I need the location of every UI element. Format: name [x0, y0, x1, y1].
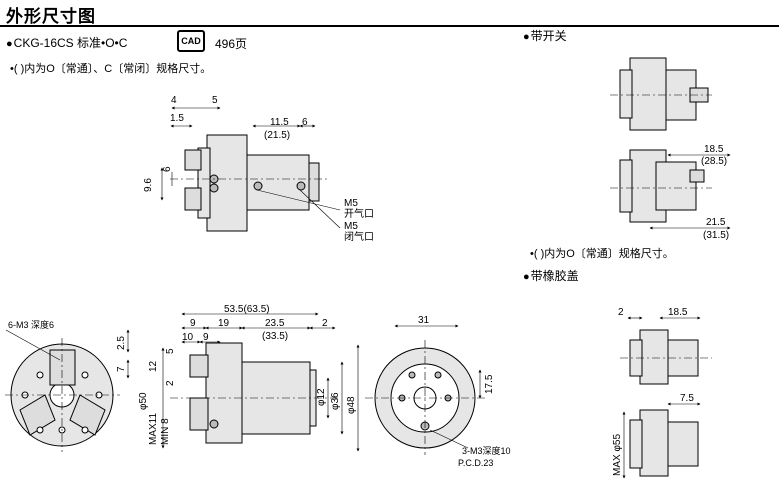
switch-heading: 带开关	[523, 27, 567, 44]
rubber-dim-7-5: 7.5	[680, 393, 694, 404]
side-dim-phi48: φ48	[346, 396, 357, 414]
cad-icon[interactable]: CAD	[177, 30, 205, 52]
top-dim-1-5: 1.5	[170, 113, 184, 124]
switch-dim-21-5: 21.5	[706, 217, 726, 228]
side-dim-12: 12	[148, 360, 159, 372]
switch-drawing-top	[610, 57, 712, 131]
rubber-drawing-top	[620, 329, 712, 385]
side-dim-33-5: (33.5)	[262, 331, 288, 342]
rubber-dim-max-phi55: MAX φ55	[612, 434, 623, 476]
side-dim-max11: MAX11	[148, 413, 159, 445]
model-heading: CKG-16CS 标准•O•C	[6, 34, 128, 51]
model-note: •( )内为O〔常通〕、C〔常闭〕规格尺寸。	[10, 63, 212, 75]
side-dim-2a: 2	[165, 380, 176, 386]
rubber-dim-18-5: 18.5	[668, 307, 688, 318]
switch-dim-18-5: 18.5	[704, 144, 724, 155]
model-label: CKG-16CS 标准•O•C	[13, 36, 128, 50]
side-dim-9: 9	[190, 318, 196, 329]
side-dim-23-5: 23.5	[265, 318, 285, 329]
side-dim-2: 2	[322, 318, 328, 329]
front-dimensions	[5, 329, 130, 379]
page-ref[interactable]: 496页	[215, 37, 248, 51]
switch-note: •( )内为O〔常通〕规格尺寸。	[530, 248, 674, 260]
front-dim-2-5: 2.5	[116, 336, 127, 350]
page-title: 外形尺寸图	[6, 7, 96, 26]
rubber-heading-label: 带橡胶盖	[530, 269, 579, 283]
side-dim-phi50: φ50	[138, 392, 149, 410]
side-dim-5: 5	[165, 348, 176, 354]
side-dim-9b: 9	[203, 332, 209, 343]
rubber-dim-2: 2	[618, 307, 624, 318]
rubber-heading: 带橡胶盖	[523, 267, 579, 284]
top-dimensions	[160, 106, 341, 229]
switch-heading-label: 带开关	[530, 29, 567, 43]
rear-tap-label: 3-M3深度10	[462, 445, 511, 456]
switch-dim-28-5: (28.5)	[701, 156, 727, 167]
top-dim-4: 4	[171, 95, 177, 106]
rear-dim-17-5: 17.5	[484, 374, 495, 394]
close-port-label: 闭气口	[344, 230, 374, 243]
rear-dim-31: 31	[418, 315, 430, 326]
rear-dimensions	[394, 324, 482, 449]
top-gripper-drawing	[170, 134, 330, 232]
rubber-dimensions	[622, 316, 701, 479]
switch-drawing-bottom	[610, 149, 712, 223]
top-dim-21-5: (21.5)	[264, 130, 290, 141]
top-dim-6b: 6	[162, 166, 173, 172]
open-port-size: M5	[344, 198, 358, 209]
title-rule	[0, 25, 779, 27]
front-dim-7: 7	[116, 366, 127, 372]
close-port-size: M5	[344, 221, 358, 232]
side-view	[170, 342, 340, 444]
side-dim-19: 19	[218, 318, 230, 329]
top-dim-5: 5	[212, 95, 218, 106]
switch-dimensions	[649, 153, 731, 230]
top-dim-11-5: 11.5	[270, 117, 289, 128]
top-dim-6: 6	[302, 117, 308, 128]
side-dimensions	[161, 312, 360, 452]
side-dim-min8: MIN 8	[160, 418, 171, 445]
side-dim-total: 53.5(63.5)	[224, 304, 270, 315]
side-dim-phi36: φ36	[330, 392, 341, 410]
front-view	[5, 338, 120, 452]
rear-view	[365, 340, 485, 455]
side-dim-10: 10	[182, 332, 194, 343]
switch-dim-31-5: (31.5)	[703, 230, 729, 241]
front-tap-label: 6-M3 深度6	[8, 319, 54, 330]
side-dim-phi12: φ12	[316, 388, 327, 406]
rear-pcd-label: P.C.D.23	[458, 458, 493, 468]
open-port-label: 开气口	[344, 207, 374, 220]
rubber-drawing-bottom	[629, 409, 699, 477]
top-dim-9-6: 9.6	[143, 178, 154, 192]
